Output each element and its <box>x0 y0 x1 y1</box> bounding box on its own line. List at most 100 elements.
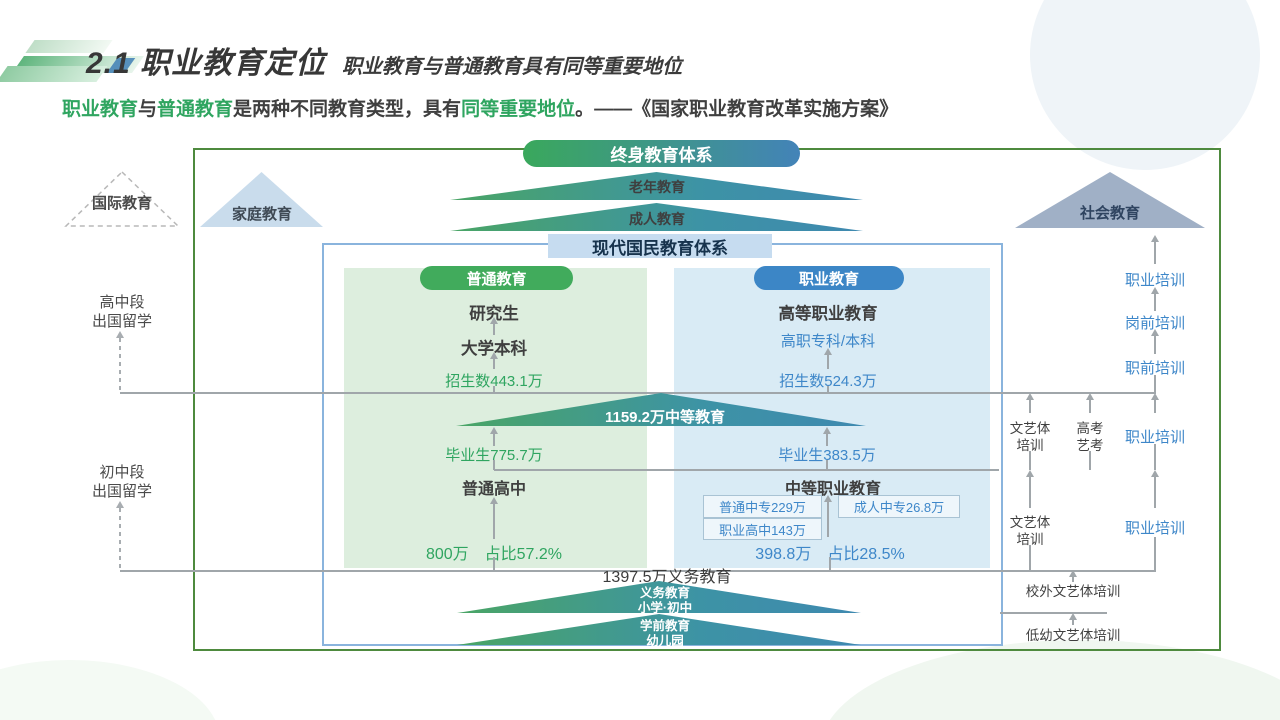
early-childhood-arts-label: 低幼文艺体培训 <box>1025 628 1121 643</box>
connector-line <box>493 386 495 393</box>
intro-seg-types: 是两种不同教育类型，具有 <box>233 99 462 120</box>
connector-line <box>826 460 828 470</box>
general-badge-label: 普通教育 <box>466 270 527 288</box>
family-education-label: 家庭教育 <box>231 206 293 223</box>
up-arrow <box>1154 242 1156 264</box>
secondary-education-label: 1159.2万中等教育 <box>604 409 726 426</box>
senior-abroad-label-line2: 出国留学 <box>91 313 153 330</box>
higher-vocational-label: 高等职业教育 <box>778 305 878 323</box>
vocational-education-badge: 职业教育 <box>754 266 904 290</box>
stage-line-preschool-right <box>1000 612 1107 614</box>
graduate-label: 研究生 <box>469 305 519 323</box>
international-education-triangle <box>64 170 180 227</box>
stage-line-graduates <box>494 469 999 471</box>
up-arrow <box>1089 400 1091 413</box>
compulsory-triangle-label-line2: 小学·初中 <box>637 601 693 615</box>
preschool-triangle-label-line1: 学前教育 <box>639 619 691 633</box>
arts-training-mid-line1: 文艺体 <box>1009 421 1051 436</box>
compulsory-triangle-label-line1: 义务教育 <box>639 586 691 600</box>
adult-education-label: 成人教育 <box>629 211 685 227</box>
arts-training-low-line2: 培训 <box>1016 532 1044 547</box>
intro-seg-general: 普通教育 <box>157 99 234 120</box>
general-education-badge: 普通教育 <box>420 266 573 290</box>
arts-training-low-line1: 文艺体 <box>1009 515 1051 530</box>
up-arrow <box>493 324 495 335</box>
preschool-triangle-label-line2: 幼儿园 <box>646 634 684 648</box>
page-tagline: 职业教育与普通教育具有同等重要地位 <box>342 56 683 78</box>
connector-line <box>1029 451 1031 470</box>
regular-secondary-label: 普通中专229万 <box>719 500 806 515</box>
junior-abroad-label-line1: 初中段 <box>99 464 145 481</box>
connector-line <box>1154 444 1156 470</box>
connector-line <box>493 460 495 470</box>
regular-secondary-box: 普通中专229万 <box>703 495 822 518</box>
elderly-education-label: 老年教育 <box>629 179 685 195</box>
international-education-label: 国际教育 <box>91 195 153 212</box>
up-arrow <box>1154 477 1156 508</box>
connector-line <box>493 557 495 571</box>
up-arrow <box>827 355 829 369</box>
up-arrow <box>1154 294 1156 311</box>
lifelong-system-pill: 终身教育体系 <box>523 140 800 167</box>
title-row: 2.1 职业教育定位 职业教育与普通教育具有同等重要地位 <box>86 38 682 82</box>
pre-post-training-label: 岗前培训 <box>1124 315 1186 332</box>
general-stats-label: 800万 占比57.2% <box>425 546 563 563</box>
up-arrow <box>1072 620 1074 625</box>
background-circle-top-right <box>1030 0 1260 170</box>
up-arrow <box>1029 400 1031 413</box>
arts-training-mid-line2: 培训 <box>1016 438 1044 453</box>
connector-line <box>829 557 831 571</box>
up-arrow <box>1029 477 1031 508</box>
up-arrow <box>826 434 828 446</box>
connector-line <box>1154 375 1156 392</box>
college-label: 高职专科/本科 <box>780 333 876 350</box>
vocational-stats-label: 398.8万 占比28.5% <box>755 546 905 563</box>
general-graduates-label: 毕业生775.7万 <box>445 447 543 464</box>
up-arrow <box>1154 336 1156 354</box>
background-blob-bottom-left <box>0 660 220 720</box>
national-system-label: 现代国民教育体系 <box>592 238 728 258</box>
page-title: 2.1 职业教育定位 <box>86 47 327 80</box>
dashed-up-arrow <box>119 508 121 569</box>
vocational-training-top-label: 职业培训 <box>1124 272 1186 289</box>
general-enrollment-label: 招生数443.1万 <box>445 373 543 390</box>
senior-abroad-label-line1: 高中段 <box>99 294 145 311</box>
secondary-vocational-label: 中等职业教育 <box>784 481 882 498</box>
vocational-enrollment-label: 招生数524.3万 <box>779 373 877 390</box>
pre-job-training-label: 职前培训 <box>1124 360 1186 377</box>
adult-secondary-box: 成人中专26.8万 <box>838 495 960 518</box>
connector-line <box>827 386 829 393</box>
connector-line <box>1089 451 1091 470</box>
up-arrow <box>493 504 495 539</box>
intro-seg-vocational: 职业教育 <box>62 99 139 120</box>
intro-seg-and: 与 <box>138 99 158 120</box>
intro-seg-equal: 同等重要地位 <box>461 99 576 120</box>
up-arrow <box>1154 400 1156 413</box>
background-blob-bottom-right <box>820 640 1280 720</box>
vocational-training-low-label: 职业培训 <box>1124 520 1186 537</box>
vocational-badge-label: 职业教育 <box>798 270 859 288</box>
up-arrow <box>493 359 495 369</box>
connector-line <box>1154 537 1156 570</box>
bachelor-label: 大学本科 <box>461 340 527 358</box>
vocational-high-label: 职业高中143万 <box>719 522 806 538</box>
connector-line <box>1029 545 1031 570</box>
lifelong-system-label: 终身教育体系 <box>610 146 713 165</box>
intro-seg-source: 。——《国家职业教育改革实施方案》 <box>575 99 899 120</box>
up-arrow <box>1072 577 1074 582</box>
up-arrow <box>827 502 829 537</box>
social-education-label: 社会教育 <box>1079 205 1141 222</box>
gaokao-arts-line1: 高考 <box>1076 421 1104 436</box>
stage-line-secondary <box>120 392 1156 394</box>
dashed-up-arrow <box>119 338 121 391</box>
up-arrow <box>493 434 495 446</box>
adult-secondary-label: 成人中专26.8万 <box>853 500 945 515</box>
intro-sentence: 职业教育与普通教育是两种不同教育类型，具有同等重要地位。——《国家职业教育改革实… <box>62 94 898 121</box>
off-campus-arts-label: 校外文艺体培训 <box>1025 584 1121 599</box>
gaokao-arts-line2: 艺考 <box>1076 438 1104 453</box>
national-system-box: 现代国民教育体系 <box>548 234 772 258</box>
stage-line-compulsory <box>120 570 1156 572</box>
senior-high-label: 普通高中 <box>461 481 527 498</box>
compulsory-total-label: 1397.5万义务教育 <box>602 569 732 586</box>
